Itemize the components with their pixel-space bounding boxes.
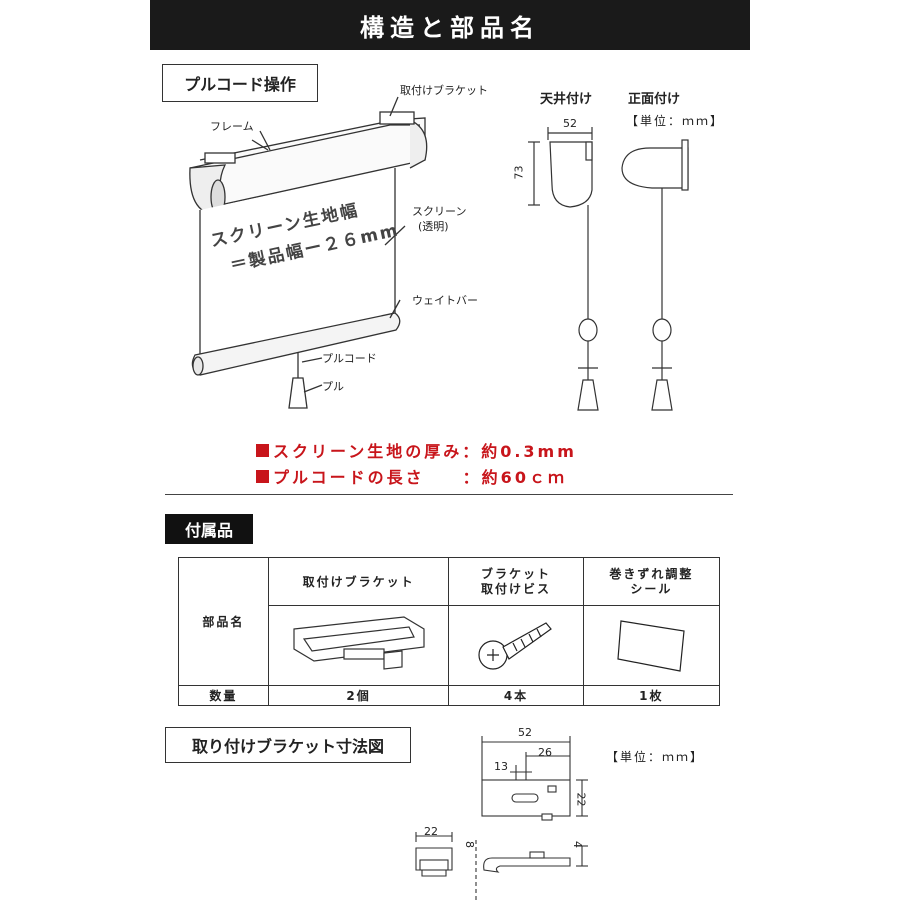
col-header-screw-line1: ブラケット [481, 566, 552, 581]
col-header-seal: 巻きずれ調整 シール [582, 557, 721, 606]
row-header-part-name: 部品名 [178, 557, 269, 686]
note-cord-length-text: プルコードの長さ ：約60ｃｍ [273, 468, 567, 487]
label-weight-bar: ウェイトバー [412, 294, 478, 307]
col-header-seal-line1: 巻きずれ調整 [609, 566, 694, 581]
qty-bracket: 2個 [267, 685, 450, 706]
note-cord-length: プルコードの長さ ：約60ｃｍ [256, 464, 567, 488]
qty-seal: 1枚 [582, 685, 721, 706]
note-thickness-text: スクリーン生地の厚み：約0.3mm [273, 442, 577, 461]
divider [165, 494, 733, 495]
qty-screw: 4本 [448, 685, 584, 706]
bracket-unit: 【単位：ｍｍ】 [606, 750, 705, 764]
row-header-qty: 数量 [178, 685, 269, 706]
label-bracket: 取付けブラケット [400, 84, 488, 97]
mounting-unit: 【単位：ｍｍ】 [626, 114, 725, 128]
red-square-icon [256, 470, 269, 483]
label-screen-sub: (透明) [418, 220, 449, 233]
dim-width-52: 52 [563, 117, 577, 130]
accessories-table: 部品名 取付けブラケット ブラケット 取付けビス 巻きずれ調整 シール [178, 557, 721, 706]
section-label-bracket-dims: 取り付けブラケット寸法図 [165, 727, 411, 763]
col-header-screw-line2: 取付けビス [481, 581, 552, 596]
col-header-screw: ブラケット 取付けビス [448, 557, 584, 606]
seal-image-cell [582, 605, 721, 686]
seal-icon [617, 620, 685, 672]
dim-22-width: 22 [424, 825, 438, 838]
label-screen: スクリーン [412, 205, 467, 218]
col-header-seal-line2: シール [630, 581, 673, 596]
bracket-icon [292, 616, 425, 670]
note-thickness: スクリーン生地の厚み：約0.3mm [256, 438, 577, 462]
screw-icon [478, 622, 552, 670]
section-label-pullcord: プルコード操作 [162, 64, 318, 102]
label-frame: フレーム [210, 120, 254, 133]
screw-image-cell [448, 605, 584, 686]
dim-52: 52 [518, 726, 532, 739]
dim-13: 13 [494, 760, 508, 773]
label-front-mount: 正面付け [628, 92, 681, 107]
bracket-image-cell [267, 605, 450, 686]
col-header-bracket: 取付けブラケット [267, 557, 450, 606]
label-pull-cord: プルコード [322, 352, 377, 365]
page-title: 構造と部品名 [150, 0, 750, 50]
label-pull: プル [322, 380, 344, 393]
red-square-icon [256, 444, 269, 457]
section-label-accessories: 付属品 [165, 514, 253, 544]
label-ceiling-mount: 天井付け [540, 92, 593, 107]
